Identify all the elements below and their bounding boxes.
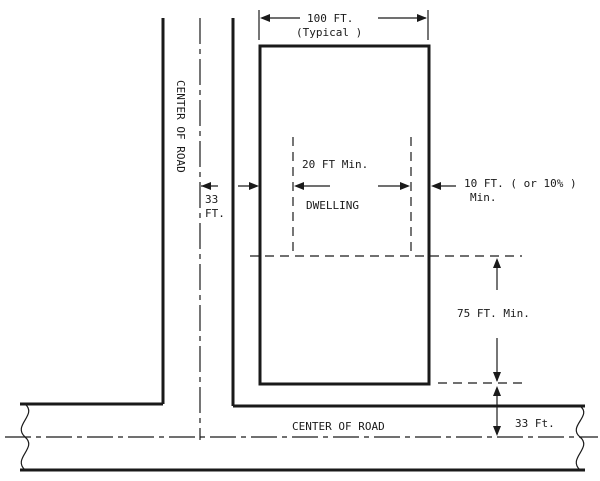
front-33-arrow-bottom [493,426,501,436]
side-min-10-label: 10 FT. ( or 10% ) [464,177,577,190]
rear-min-75-label: 75 FT. Min. [457,307,530,320]
front-33-arrow-top [493,386,501,396]
break-symbol-right [575,405,585,471]
lot-boundary [258,44,431,386]
road-setback-33-unit: FT. [205,207,225,220]
road-setback-33-label: 33 [205,193,219,206]
side-20-arrow-left [294,182,304,190]
lot-width-label: 100 FT. [307,12,354,25]
side-20-arrow-right [400,182,410,190]
rear-75-arrow-bottom [493,372,501,382]
setback-33-arrow-right [249,182,259,190]
lot-width-arrow-right [417,14,427,22]
lot-width-note: (Typical ) [296,26,363,39]
setback-33-arrow-left [201,182,211,190]
dwelling-label: DWELLING [306,199,359,212]
center-road-horizontal-label: CENTER OF ROAD [292,420,385,433]
side-10-arrow [431,182,441,190]
lot-width-arrow-left [260,14,270,22]
side-min-10-unit: Min. [470,191,497,204]
break-symbol-left [20,403,30,471]
front-setback-33-label: 33 Ft. [515,417,555,430]
center-road-vertical-label: CENTER OF ROAD [174,80,187,173]
side-min-20-label: 20 FT Min. [302,158,369,171]
rear-75-arrow-top [493,258,501,268]
